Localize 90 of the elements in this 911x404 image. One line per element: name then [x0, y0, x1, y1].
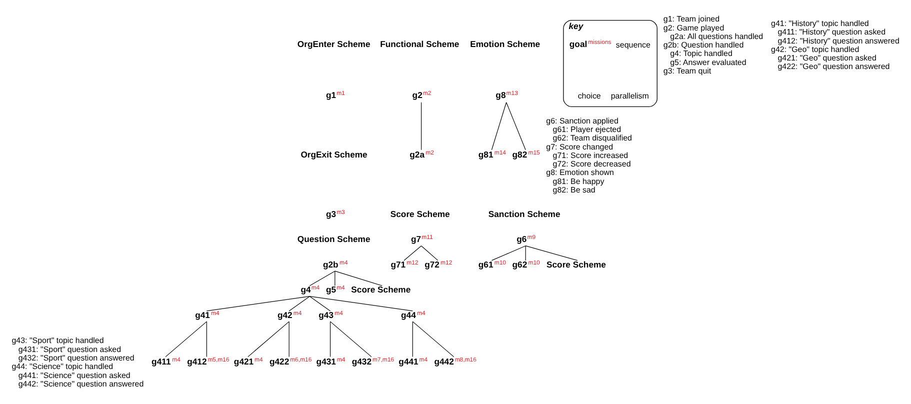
node-text: g43 — [318, 310, 334, 320]
node-text: g44 — [401, 310, 416, 320]
node-text: g7 — [410, 234, 422, 244]
node-label: m4 — [211, 310, 220, 317]
node-text: g4 — [300, 284, 311, 295]
node-label: m14 — [494, 150, 506, 156]
connector — [506, 102, 526, 150]
node-text: g412 — [187, 356, 207, 366]
node-text: g5 — [326, 284, 336, 295]
connector — [206, 321, 207, 358]
node-text: g42 — [277, 310, 292, 320]
node-label: m4 — [172, 357, 180, 364]
node-label: m4 — [293, 310, 302, 317]
node-text: g2 — [412, 90, 422, 100]
node-label: m9 — [527, 235, 536, 242]
node-text: g431 — [316, 356, 336, 366]
node-label: m10 — [528, 260, 540, 266]
node-label: m7,m16 — [372, 357, 394, 364]
label: OrgEnter Scheme — [297, 39, 370, 50]
node-label: m4 — [336, 286, 345, 292]
connector — [330, 321, 372, 358]
connector — [288, 321, 290, 358]
node-text: g8 — [496, 90, 506, 100]
connector — [525, 246, 578, 261]
connector — [248, 321, 290, 358]
connector — [491, 246, 526, 261]
connector — [491, 102, 507, 150]
node-text: g421 — [234, 356, 254, 366]
node-text: g442 — [434, 356, 454, 366]
node-text: g41 — [195, 310, 210, 320]
label: Functional Scheme — [380, 39, 460, 50]
node-text: Score Scheme — [546, 259, 606, 270]
connector — [420, 102, 422, 150]
node-text: g6 — [516, 234, 527, 244]
connector — [309, 296, 331, 312]
node-text: g2a — [410, 149, 425, 160]
node-text: g72 — [424, 259, 440, 270]
node-label: m4 — [416, 310, 426, 317]
node-text: g71 — [390, 259, 406, 270]
node-label: m1 — [336, 90, 345, 97]
node-text: g3 — [326, 208, 336, 219]
node-label: m13 — [506, 90, 518, 97]
connector — [334, 270, 336, 286]
node-label: m12 — [406, 260, 418, 266]
node-label: m4 — [419, 357, 428, 364]
node-label: m12 — [440, 260, 452, 266]
node-label: m10 — [494, 260, 506, 266]
node-text: g62 — [512, 259, 528, 270]
connector — [309, 296, 413, 312]
node-label: m2 — [422, 90, 432, 97]
label: Emotion Scheme — [470, 39, 540, 50]
node-text: g411 — [152, 356, 171, 366]
label: OrgExit Scheme — [300, 149, 368, 160]
node-text: g422 — [269, 356, 290, 366]
node-label: m5,m16 — [208, 357, 230, 364]
node-label: m4 — [336, 357, 346, 364]
connector — [309, 270, 336, 286]
node-label: m2 — [426, 150, 434, 156]
connector — [412, 321, 454, 358]
connector — [334, 270, 382, 286]
connector — [165, 321, 207, 358]
node-label: m4 — [254, 357, 263, 364]
connector — [206, 296, 310, 312]
node-label: m6,m16 — [290, 357, 312, 364]
node-label: m11 — [422, 235, 433, 242]
connector — [412, 321, 413, 358]
connector — [288, 296, 310, 312]
connector — [330, 321, 331, 358]
node-label: m4 — [334, 310, 343, 317]
node-text: g1 — [326, 90, 336, 100]
connector — [404, 246, 422, 261]
node-label: m15 — [528, 150, 540, 156]
connector — [525, 246, 526, 261]
node-text: g82 — [512, 149, 528, 160]
node-text: g2b — [322, 259, 338, 270]
node-label: m8,m16 — [454, 357, 476, 364]
node-label: missions — [588, 40, 612, 46]
node-text: goal — [569, 39, 588, 50]
node-label: m3 — [336, 210, 345, 216]
label: Score Scheme — [390, 208, 450, 219]
node-text: g441 — [398, 356, 418, 366]
connector — [420, 246, 438, 261]
node-label: m4 — [340, 260, 348, 266]
node-text: g81 — [478, 149, 494, 160]
node-text: g432 — [352, 356, 372, 366]
node-text: g61 — [478, 259, 494, 270]
label: Question Scheme — [297, 234, 370, 244]
node-label: m4 — [311, 286, 320, 292]
label: Sanction Scheme — [488, 208, 560, 219]
node-text: Score Scheme — [351, 284, 411, 295]
